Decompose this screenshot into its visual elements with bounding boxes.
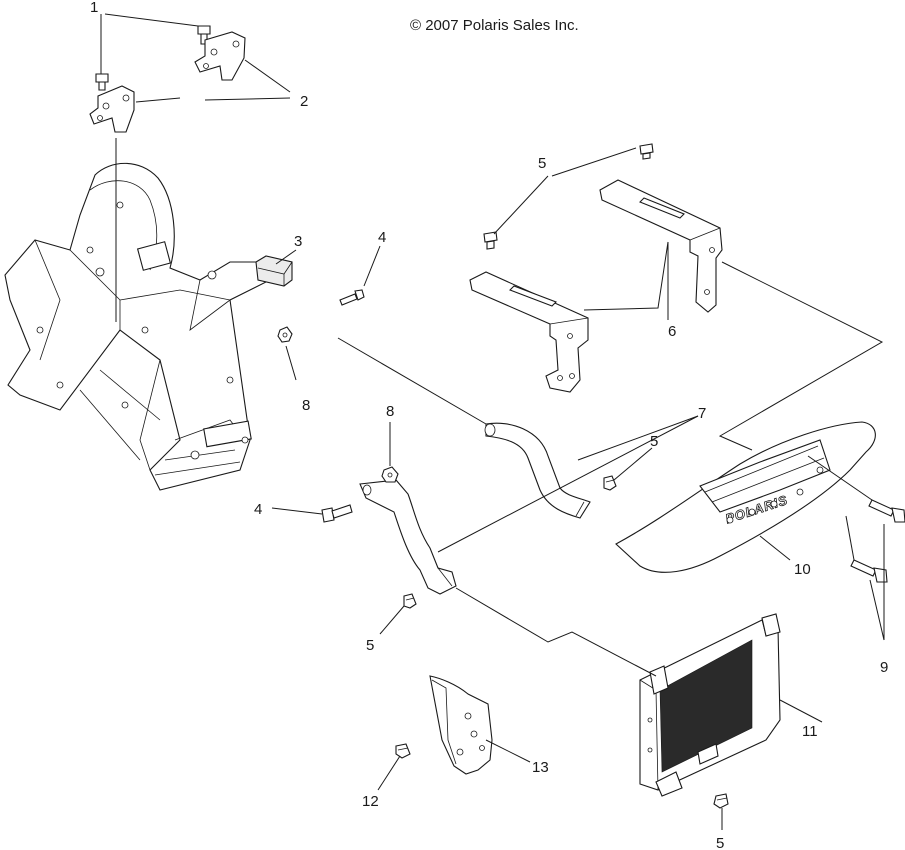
copyright-text: © 2007 Polaris Sales Inc. (410, 17, 579, 34)
bolt-part-4-lower (321, 504, 353, 523)
plate-bracket-part-13 (429, 675, 493, 775)
block-part-3 (255, 255, 293, 287)
bolt-part-5-d (403, 593, 417, 609)
screw-part-12 (395, 743, 411, 759)
callout-10: 10 (794, 561, 811, 578)
bolt-part-9-a (868, 499, 905, 523)
bracket-part-2-lower (89, 85, 135, 133)
bolt-part-9-b (850, 559, 888, 583)
callout-7: 7 (698, 405, 706, 422)
callout-2: 2 (300, 93, 308, 110)
callout-1: 1 (90, 0, 98, 16)
callout-5-top: 5 (538, 155, 546, 172)
bolt-part-5-b (483, 231, 498, 250)
callout-9: 9 (880, 659, 888, 676)
callout-13: 13 (532, 759, 549, 776)
bolt-part-4-upper (339, 289, 365, 306)
bolt-part-5-c (603, 475, 617, 491)
callout-3: 3 (294, 233, 302, 250)
bracket-part-6-rear (599, 179, 723, 313)
nut-part-8-lower (381, 466, 399, 483)
tube-bracket-part-7-upper (484, 422, 591, 519)
bolt-part-5-e (713, 793, 729, 809)
callout-5-mid: 5 (650, 433, 658, 450)
callout-8-upper: 8 (302, 397, 310, 414)
callout-12: 12 (362, 793, 379, 810)
bracket-part-6-front (469, 271, 589, 393)
callout-6: 6 (668, 323, 676, 340)
vehicle-frame (4, 162, 267, 491)
callout-4-upper: 4 (378, 229, 386, 246)
front-bumper-part-10: POLARIS (615, 421, 876, 573)
bracket-part-2-upper (194, 31, 246, 81)
callout-11: 11 (802, 723, 818, 740)
callout-4-lower: 4 (254, 501, 262, 518)
leader-lines (100, 13, 885, 830)
bolt-part-1-left (95, 73, 109, 91)
callout-labels: 1 2 3 4 4 5 5 5 5 6 7 8 8 9 10 11 12 13 (90, 0, 888, 850)
radiator-grille-part-11 (639, 613, 781, 797)
bolt-part-5-a (639, 143, 654, 160)
callout-5-bottom: 5 (716, 835, 724, 850)
nut-part-8-upper (277, 326, 293, 343)
tube-bracket-part-7-lower (359, 479, 457, 595)
callout-5-left: 5 (366, 637, 374, 654)
callout-8-lower: 8 (386, 403, 394, 420)
